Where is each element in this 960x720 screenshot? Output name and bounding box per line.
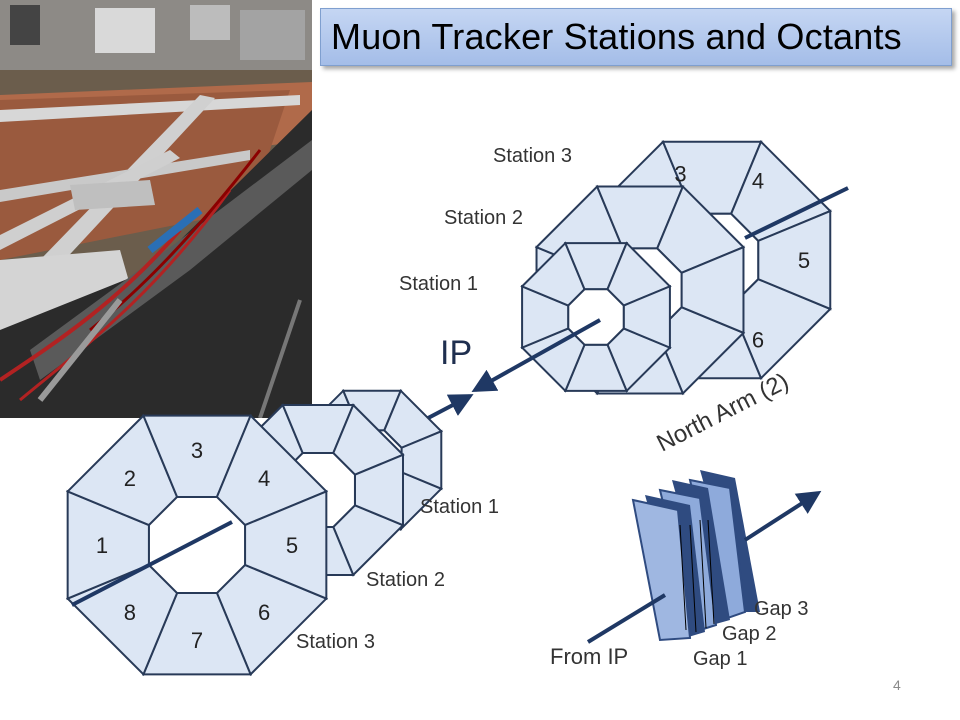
slide-title: Muon Tracker Stations and Octants <box>331 16 902 57</box>
north-octant-number: 5 <box>798 248 810 273</box>
north-station-1-label: Station 1 <box>399 273 478 295</box>
south-octant-number: 1 <box>96 533 108 558</box>
title-banner: Muon Tracker Stations and Octants <box>320 8 952 66</box>
south-station-2-label: Station 2 <box>366 569 445 591</box>
north-beam-line-back <box>744 186 849 240</box>
slide-number: 4 <box>893 677 901 693</box>
south-octant-number: 7 <box>191 628 203 653</box>
north-station-2-label: Station 2 <box>444 207 523 229</box>
north-beam-line <box>471 318 601 392</box>
south-station-3-center-hole <box>147 495 247 595</box>
gap-1-label: Gap 1 <box>693 648 747 670</box>
south-octant-number: 6 <box>258 600 270 625</box>
gap-3-label: Gap 3 <box>754 598 808 620</box>
north-octant-number: 4 <box>752 168 764 193</box>
gap-track-out <box>743 490 822 542</box>
north-station-3-label: Station 3 <box>493 145 572 167</box>
north-octant-labels: 3 4 5 6 <box>674 162 810 353</box>
south-octant-number: 8 <box>124 600 136 625</box>
gap-2-label: Gap 2 <box>722 623 776 645</box>
north-octant-number: 6 <box>752 328 764 353</box>
south-octant-number: 3 <box>191 438 203 463</box>
south-station-1-label: Station 1 <box>420 496 499 518</box>
north-octant-number: 3 <box>674 162 686 187</box>
from-ip-label: From IP <box>550 644 628 669</box>
south-beam-front <box>71 520 233 607</box>
south-octant-number: 4 <box>258 466 270 491</box>
detector-photo <box>0 0 312 418</box>
south-octant-number: 2 <box>124 466 136 491</box>
north-station-1 <box>520 241 672 393</box>
south-station-3-label: Station 3 <box>296 631 375 653</box>
ip-label: IP <box>440 334 472 372</box>
south-octant-number: 5 <box>286 533 298 558</box>
gap-track-in <box>586 593 667 644</box>
gap-detail-illustration <box>631 470 760 642</box>
south-octant-labels: 1 2 3 4 5 6 7 8 <box>96 438 298 653</box>
north-station-1-center-hole <box>567 288 625 346</box>
